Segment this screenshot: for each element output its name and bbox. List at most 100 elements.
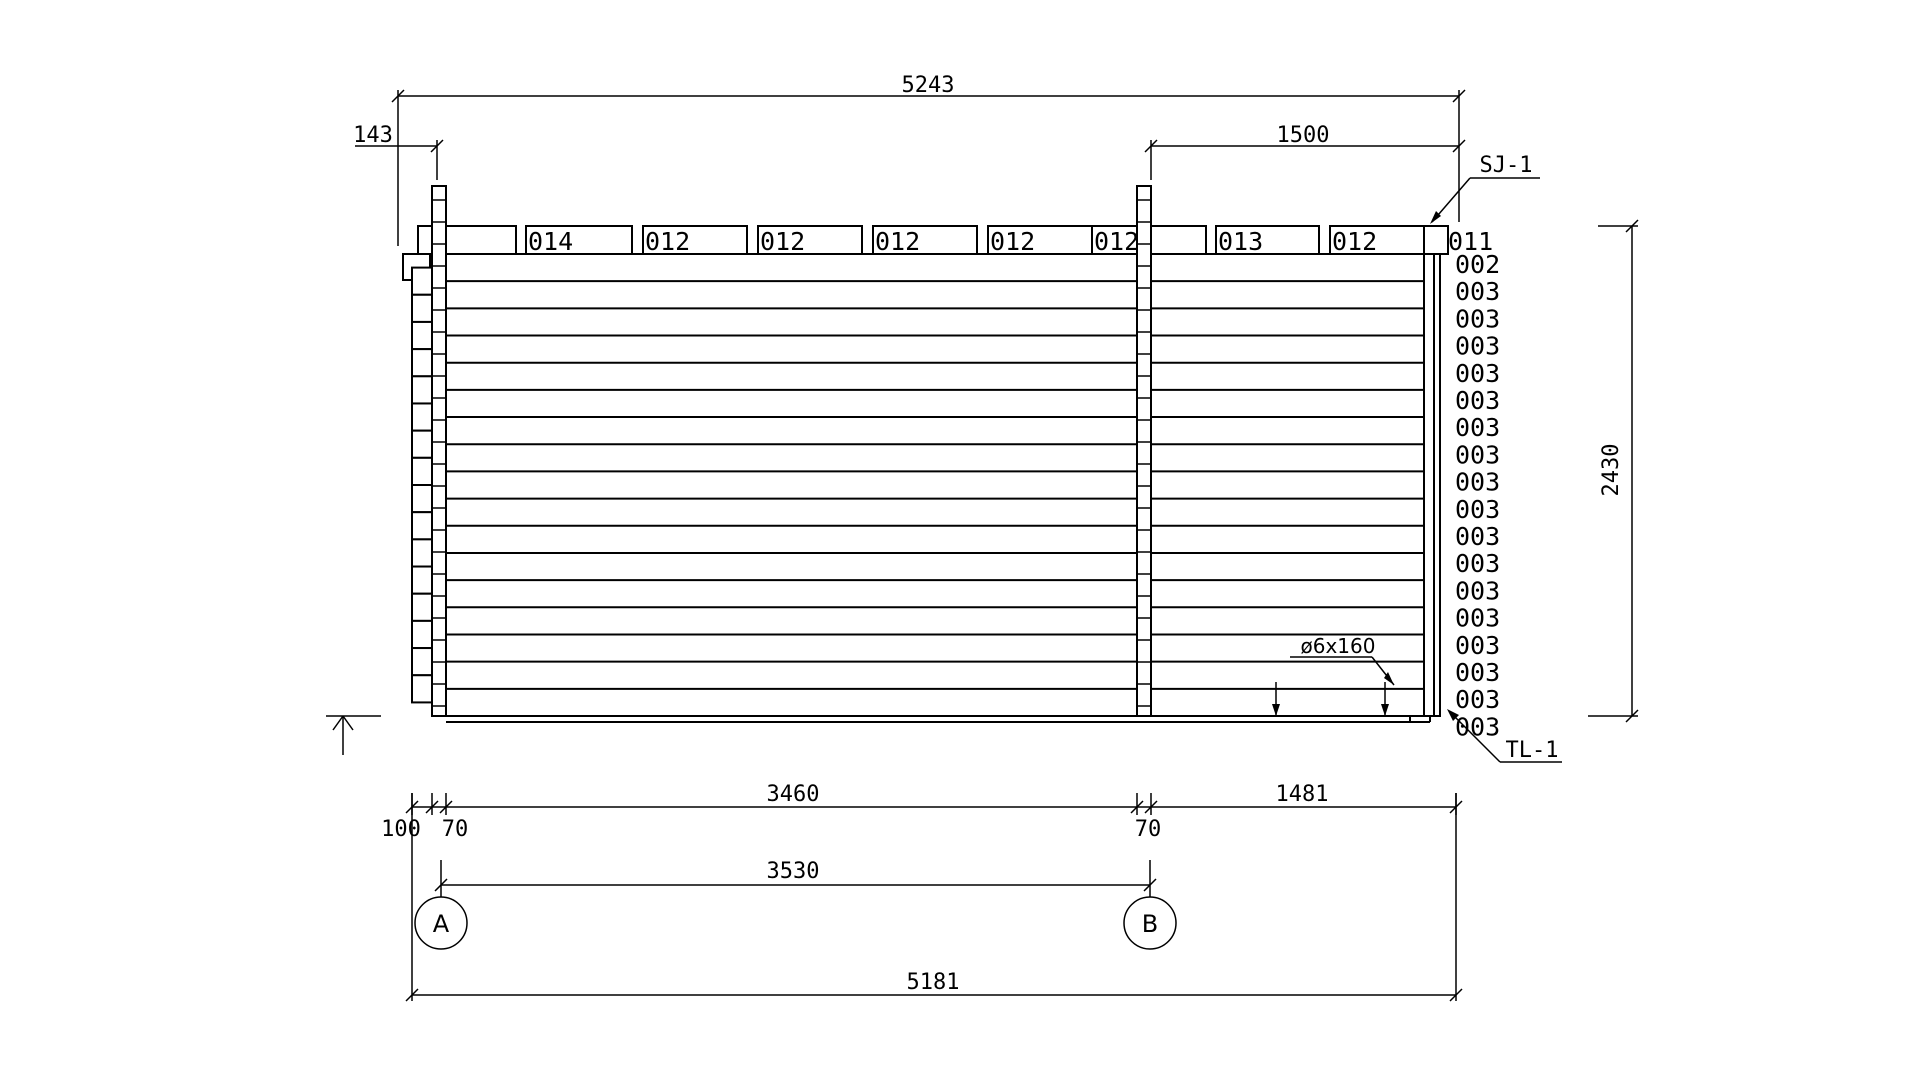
- dim-100: 100: [381, 817, 421, 842]
- dim-tick: [405, 800, 419, 814]
- log-end: [411, 429, 433, 459]
- dim-axis-span: 3530: [767, 859, 820, 884]
- top-part-label: 013: [1218, 227, 1263, 256]
- dim-height: 2430: [1599, 444, 1624, 497]
- top-part: [525, 225, 633, 255]
- level-arrow-icon: [326, 715, 381, 755]
- axis-marker-a: [414, 896, 468, 950]
- log-end: [411, 402, 433, 432]
- dim-70-right: 70: [1135, 817, 1162, 842]
- callout-sj: SJ-1: [1480, 153, 1533, 178]
- log-end: [411, 266, 433, 296]
- log-end: [411, 484, 433, 514]
- tl-arrow-icon: [1447, 709, 1459, 721]
- wall-frame: [445, 253, 1441, 717]
- dim-tick: [1625, 709, 1639, 723]
- dim-tick: [434, 878, 448, 892]
- corner-post-right: [1433, 225, 1441, 717]
- dim-tick: [1625, 219, 1639, 233]
- log-end: [411, 565, 433, 595]
- callout-tl: TL-1: [1506, 738, 1559, 763]
- log-end: [411, 456, 433, 486]
- dim-70-left: 70: [442, 817, 469, 842]
- dim-tick: [430, 139, 444, 153]
- dim-overall-bottom: 5181: [907, 970, 960, 995]
- row-label: 003: [1455, 549, 1500, 578]
- top-part-label: 012: [1094, 227, 1139, 256]
- corner-post-left: [431, 185, 447, 717]
- dim-tick: [1130, 800, 1144, 814]
- log-end: [411, 320, 433, 351]
- callout-bolt: ø6x160: [1301, 634, 1376, 658]
- dim-3460: 3460: [767, 782, 820, 807]
- top-part: [445, 225, 517, 255]
- row-label: 003: [1455, 304, 1500, 333]
- dim-tick: [1449, 988, 1463, 1002]
- row-label: 003: [1455, 495, 1500, 524]
- tl-leader: [1449, 711, 1501, 763]
- top-part-label: 012: [645, 227, 690, 256]
- row-label: 003: [1455, 332, 1500, 361]
- dim-tick: [1452, 139, 1466, 153]
- dim-right-top: 1500: [1277, 123, 1330, 148]
- row-label: 003: [1455, 468, 1500, 497]
- sj-arrow-icon: [1430, 211, 1441, 224]
- dim-tick: [425, 800, 439, 814]
- row-label: 003: [1455, 386, 1500, 415]
- bolt-arrow-icon: [1384, 672, 1394, 685]
- axis-label-a: A: [433, 910, 450, 938]
- top-part-label: 012: [990, 227, 1035, 256]
- dim-tick: [391, 89, 405, 103]
- bolt-arrow-icon: [1272, 704, 1280, 716]
- dim-tick: [439, 800, 453, 814]
- top-part-label: 012: [1332, 227, 1377, 256]
- row-label: 003: [1455, 440, 1500, 469]
- log-end: [411, 647, 433, 677]
- row-label: 003: [1455, 359, 1500, 388]
- interior-post: [1136, 185, 1152, 717]
- top-part: [872, 225, 978, 255]
- top-part-label: 012: [760, 227, 805, 256]
- axis-marker-b: [1123, 896, 1177, 950]
- top-part: [1091, 225, 1138, 255]
- log-end: [411, 348, 433, 378]
- log-end: [411, 293, 433, 323]
- top-part: [1423, 225, 1449, 255]
- dim-overall-top: 5243: [902, 73, 955, 98]
- row-label: 003: [1455, 277, 1500, 306]
- log-end: [411, 375, 433, 405]
- top-part: [1150, 225, 1207, 255]
- log-end: [411, 511, 433, 541]
- row-label: 003: [1455, 604, 1500, 633]
- row-label: 003: [1455, 658, 1500, 687]
- log-end: [411, 674, 433, 704]
- row-label: 003: [1455, 413, 1500, 442]
- dim-left-offset: 143: [353, 123, 393, 148]
- row-label: 003: [1455, 631, 1500, 660]
- row-label: 003: [1455, 522, 1500, 551]
- log-end: [417, 225, 433, 255]
- dim-tick: [1452, 89, 1466, 103]
- dim-1481: 1481: [1276, 782, 1329, 807]
- top-part-label: 012: [875, 227, 920, 256]
- dim-tick: [1144, 139, 1158, 153]
- dim-tick: [1143, 878, 1157, 892]
- corner-post-right: [1423, 225, 1435, 717]
- top-part: [1215, 225, 1320, 255]
- top-part-label: 014: [528, 227, 573, 256]
- row-label: 003: [1455, 576, 1500, 605]
- top-part: [757, 225, 863, 255]
- top-part: [642, 225, 748, 255]
- bolt-arrow-icon: [1381, 704, 1389, 716]
- dimension-lines: [355, 89, 1639, 1002]
- log-end: [411, 592, 433, 622]
- log-end: [411, 619, 433, 650]
- axis-label-b: B: [1142, 910, 1158, 938]
- dim-tick: [405, 988, 419, 1002]
- row-label: 002: [1455, 250, 1500, 279]
- dim-tick: [1449, 800, 1463, 814]
- log-end: [411, 538, 433, 568]
- row-label: 003: [1455, 712, 1500, 741]
